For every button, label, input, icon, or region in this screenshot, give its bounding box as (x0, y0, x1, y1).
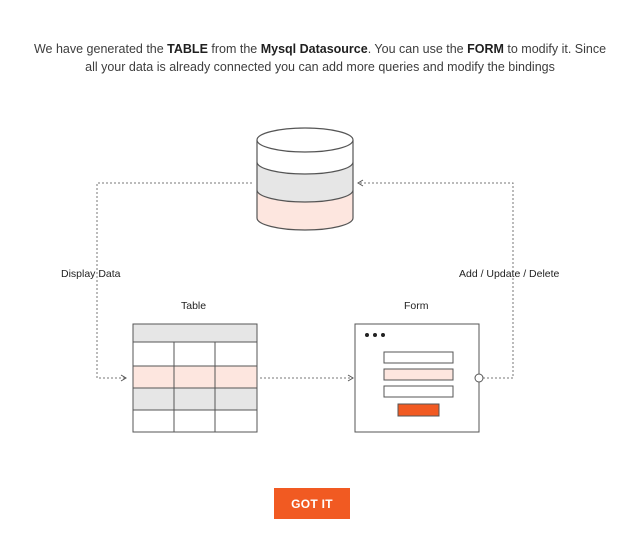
got-it-button[interactable]: GOT IT (274, 488, 350, 519)
form-keyword: FORM (467, 42, 504, 56)
form-label: Form (404, 300, 429, 312)
intro-text: from the (207, 42, 261, 56)
display-data-label: Display Data (61, 268, 121, 280)
table-icon (132, 323, 258, 433)
table-label: Table (181, 300, 206, 312)
display-data-arrow (96, 182, 252, 382)
onboarding-description: We have generated the TABLE from the Mys… (30, 40, 610, 76)
datasource-name: Mysql Datasource (260, 42, 368, 56)
intro-text: . You can use the (367, 42, 468, 56)
intro-text: to modify it. Since all your data is alr… (85, 42, 607, 74)
table-keyword: TABLE (167, 42, 208, 56)
database-icon (256, 127, 354, 231)
intro-text: We have generated the (33, 42, 168, 56)
modify-data-label: Add / Update / Delete (459, 268, 560, 280)
form-icon (354, 323, 484, 433)
